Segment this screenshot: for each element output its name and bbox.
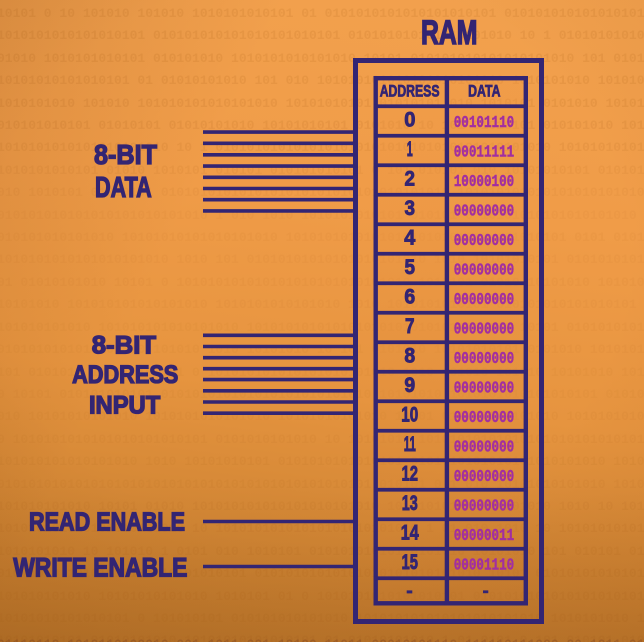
svg-text:ADDRESS: ADDRESS bbox=[380, 83, 440, 101]
svg-text:00000000: 00000000 bbox=[454, 261, 515, 280]
svg-text:WRITE ENABLE: WRITE ENABLE bbox=[13, 552, 187, 582]
svg-text:3: 3 bbox=[405, 197, 416, 220]
svg-text:9: 9 bbox=[404, 374, 415, 397]
svg-text:00000011: 00000011 bbox=[454, 526, 515, 545]
svg-text:00000000: 00000000 bbox=[454, 497, 515, 516]
svg-text:READ ENABLE: READ ENABLE bbox=[29, 507, 185, 537]
svg-text:13: 13 bbox=[402, 492, 418, 515]
svg-text:14: 14 bbox=[401, 522, 419, 545]
svg-text:6: 6 bbox=[404, 286, 415, 309]
svg-text:00000000: 00000000 bbox=[454, 290, 515, 309]
svg-text:DATA: DATA bbox=[468, 83, 501, 101]
svg-text:00000000: 00000000 bbox=[454, 231, 515, 250]
svg-text:11: 11 bbox=[404, 433, 416, 456]
svg-text:12: 12 bbox=[402, 463, 419, 486]
svg-text:00011111: 00011111 bbox=[454, 143, 515, 162]
svg-text:1: 1 bbox=[407, 138, 413, 161]
svg-text:8-BIT: 8-BIT bbox=[92, 332, 156, 360]
svg-text:00000000: 00000000 bbox=[454, 438, 515, 457]
svg-text:00000000: 00000000 bbox=[454, 379, 515, 398]
svg-text:DATA: DATA bbox=[95, 172, 152, 204]
svg-text:RAM: RAM bbox=[421, 14, 478, 52]
svg-text:15: 15 bbox=[402, 551, 419, 574]
svg-text:00000000: 00000000 bbox=[454, 349, 515, 368]
svg-text:5: 5 bbox=[405, 256, 416, 279]
svg-text:INPUT: INPUT bbox=[89, 392, 160, 420]
svg-text:00000000: 00000000 bbox=[454, 408, 515, 427]
svg-text:10000100: 10000100 bbox=[454, 172, 515, 191]
svg-text:2: 2 bbox=[405, 168, 416, 191]
svg-text:00000000: 00000000 bbox=[454, 320, 515, 339]
svg-text:8-BIT: 8-BIT bbox=[94, 139, 157, 170]
svg-text:00101110: 00101110 bbox=[454, 113, 515, 132]
svg-text:4: 4 bbox=[404, 227, 415, 250]
svg-text:00000000: 00000000 bbox=[454, 202, 515, 221]
svg-text:10: 10 bbox=[401, 404, 418, 427]
svg-text:00000000: 00000000 bbox=[454, 467, 515, 486]
svg-text:7: 7 bbox=[405, 315, 415, 338]
svg-text:00001110: 00001110 bbox=[454, 556, 515, 575]
svg-text:8: 8 bbox=[404, 345, 415, 368]
svg-text:ADDRESS: ADDRESS bbox=[72, 361, 178, 389]
svg-text:0: 0 bbox=[404, 109, 415, 132]
